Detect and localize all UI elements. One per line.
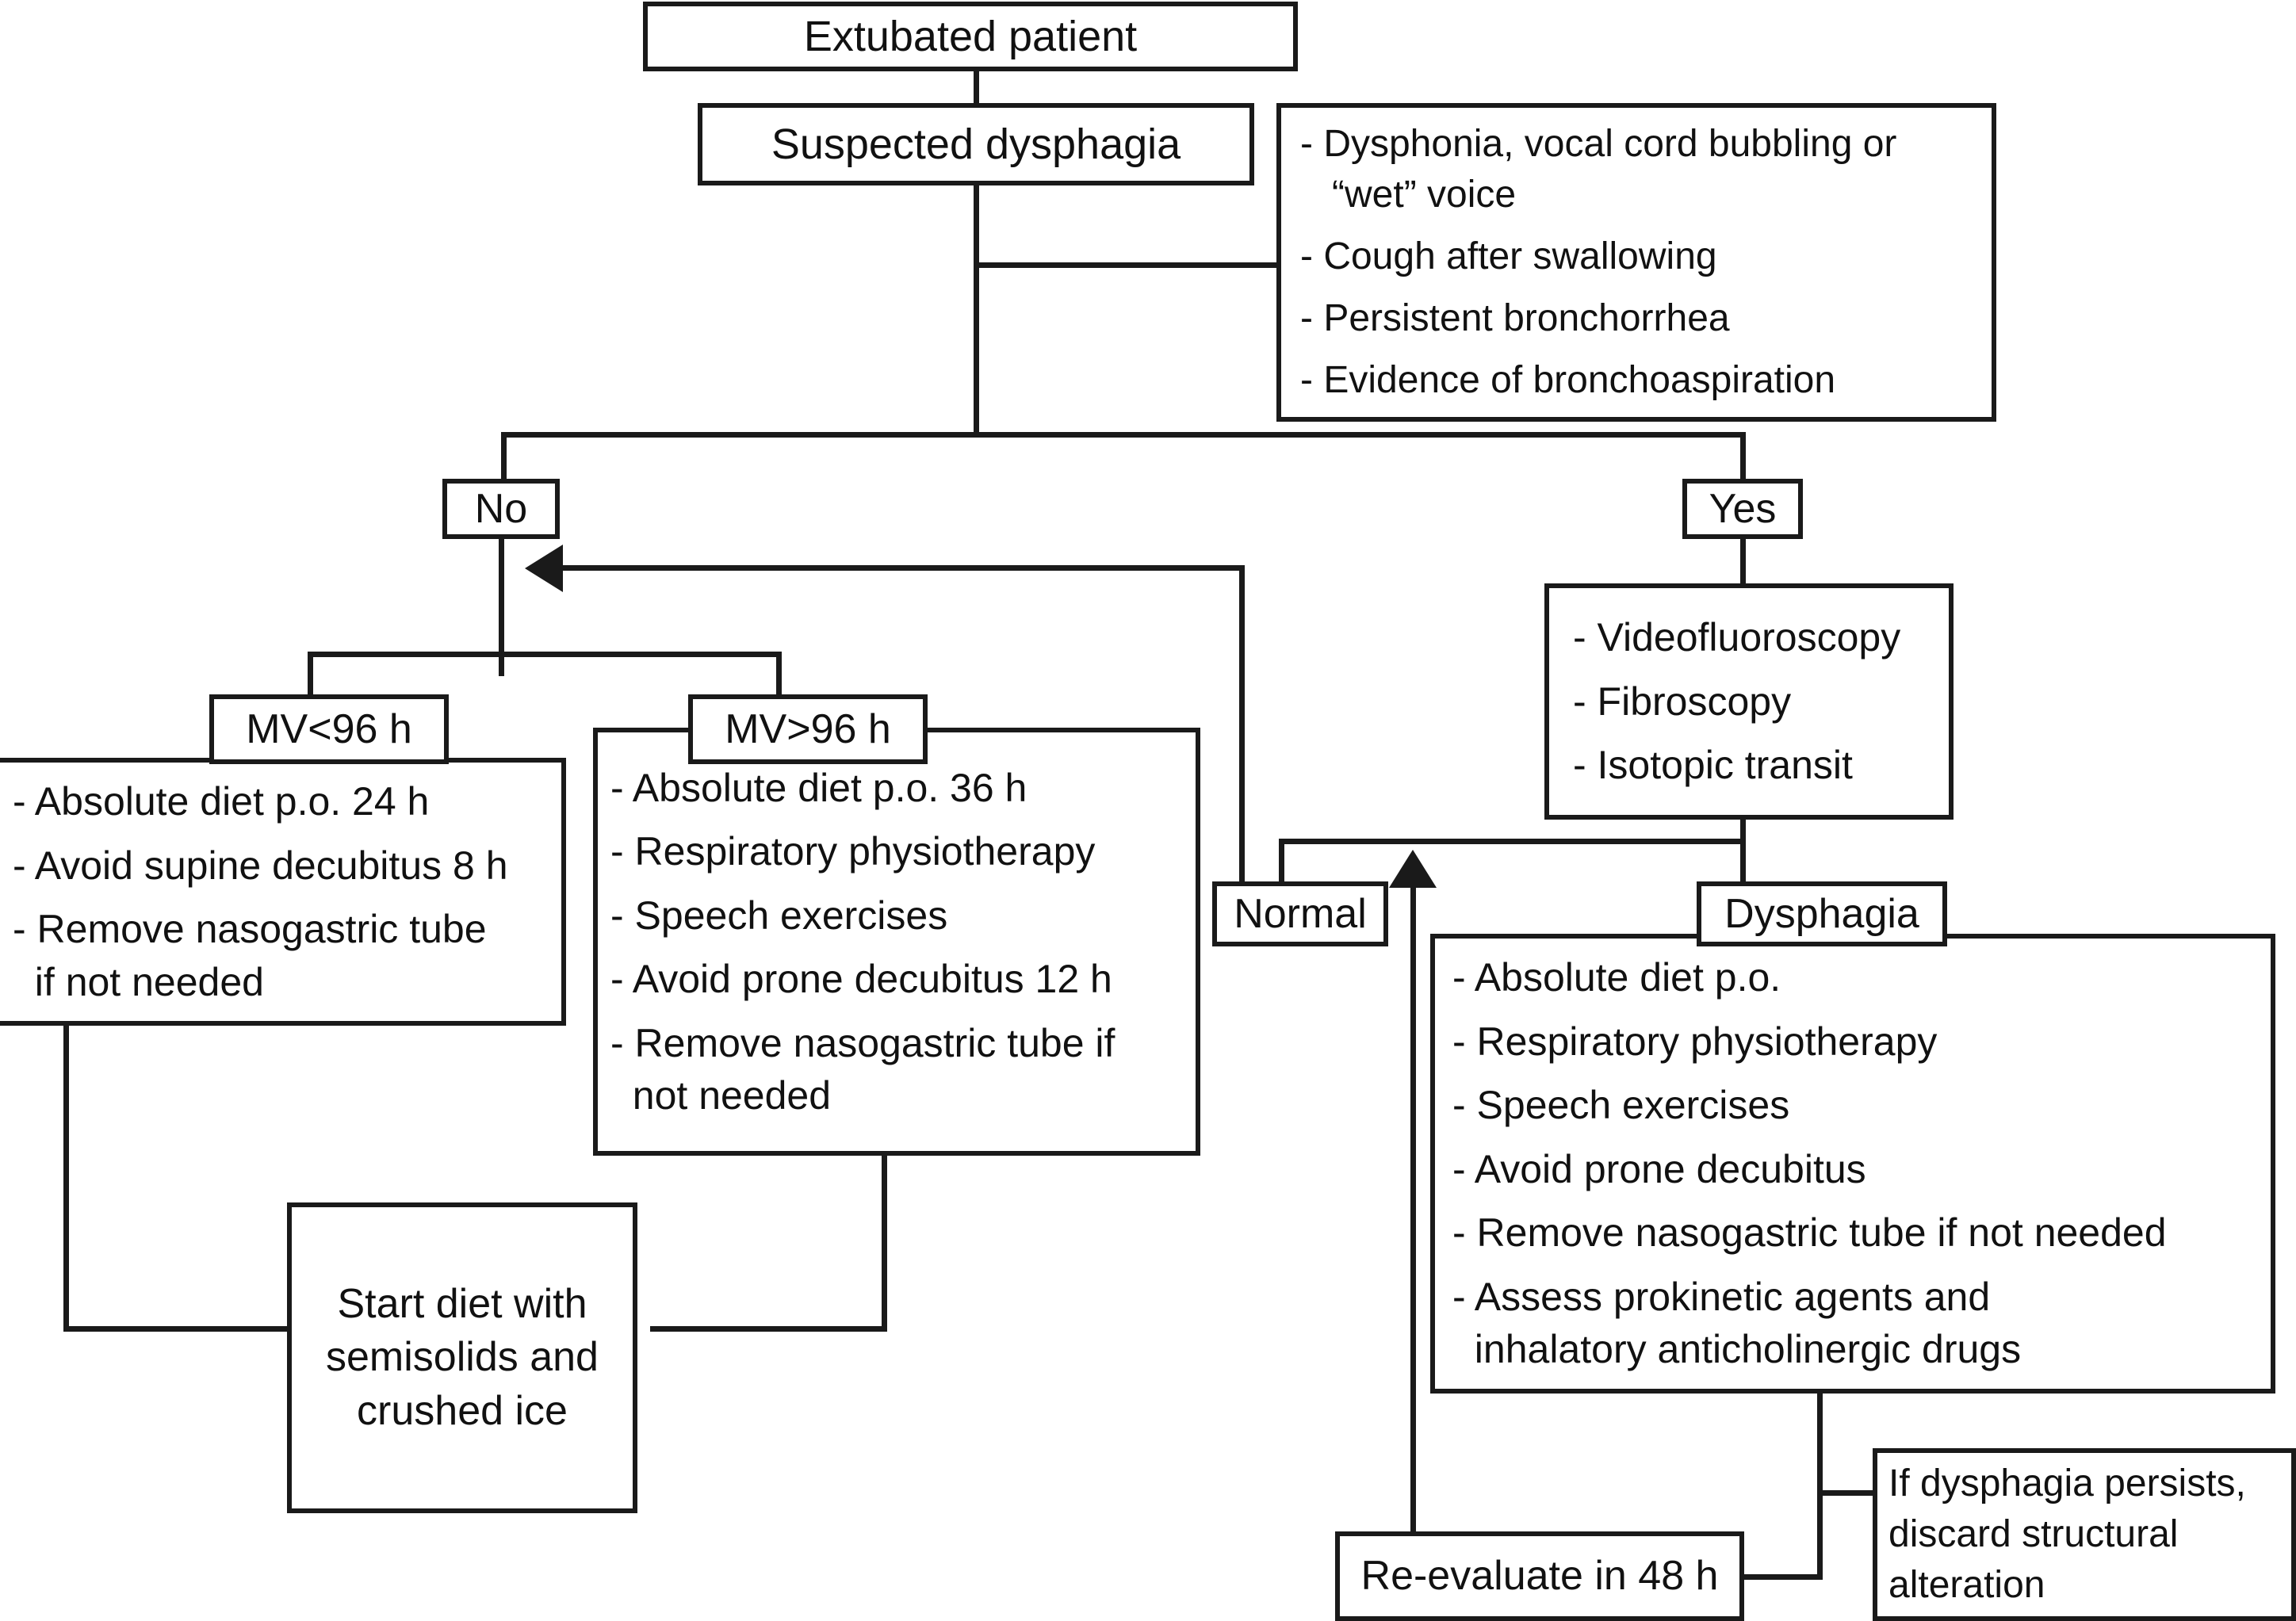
node-result-normal[interactable]: Normal [1212, 881, 1388, 946]
node-reevaluate[interactable]: Re-evaluate in 48 h [1335, 1531, 1744, 1621]
branch-label-yes-text: Yes [1709, 486, 1777, 532]
edge-split-to-yes [1740, 432, 1746, 484]
edge-junction-to-persists [1817, 1490, 1895, 1496]
edge-split-to-mvgt [776, 652, 782, 699]
mv-lt-96-action-item: - Avoid supine decubitus 8 h [13, 843, 508, 888]
criteria-item: - Dysphonia, vocal cord bubbling or “wet… [1300, 123, 1897, 216]
branch-label-no-text: No [474, 486, 528, 532]
mv-gt-96-action-item: - Absolute diet p.o. 36 h [610, 765, 1027, 810]
mv-gt-96-action-item: - Remove nasogastric tube if not needed [610, 1020, 1115, 1118]
node-suspected-dysphagia[interactable]: Suspected dysphagia [698, 103, 1254, 185]
edge-mvlt-to-startdiet [63, 1326, 289, 1332]
node-dysphagia-actions[interactable]: - Absolute diet p.o. - Respiratory physi… [1430, 934, 2275, 1394]
mv-gt-96-action-item: - Speech exercises [610, 893, 948, 938]
dysphagia-action-item: - Respiratory physiotherapy [1452, 1019, 1938, 1064]
edge-tests-down [1740, 820, 1746, 843]
edge-extubated-to-suspected [974, 70, 979, 106]
edge-mvlt-actions-down [63, 1026, 69, 1332]
node-persists-label: If dysphagia persists, discard structura… [1888, 1462, 2246, 1606]
node-start-diet[interactable]: Start diet with semisolids and crushed i… [287, 1202, 637, 1513]
dysphagia-action-item: - Absolute diet p.o. [1452, 955, 1781, 1000]
mv-gt-96-action-item: - Respiratory physiotherapy [610, 829, 1096, 874]
node-mv-gt-96-label: MV>96 h [725, 706, 891, 752]
node-mv-lt-96-actions[interactable]: - Absolute diet p.o. 24 h - Avoid supine… [0, 758, 566, 1026]
node-mv-lt-96[interactable]: MV<96 h [209, 694, 449, 764]
mv-lt-96-action-item: - Remove nasogastric tube if not needed [13, 907, 487, 1004]
node-persists[interactable]: If dysphagia persists, discard structura… [1873, 1448, 2296, 1621]
node-reevaluate-label: Re-evaluate in 48 h [1360, 1552, 1719, 1599]
edge-mvgt-actions-down [882, 1156, 887, 1332]
edge-trunk-to-criteria [974, 262, 1281, 268]
mv-gt-96-action-item: - Avoid prone decubitus 12 h [610, 957, 1112, 1001]
edge-normal-up-to-return [1239, 565, 1245, 882]
node-mv-gt-96[interactable]: MV>96 h [688, 694, 928, 764]
edge-junction-to-reevaluate [1739, 1574, 1823, 1580]
node-extubated-patient[interactable]: Extubated patient [643, 2, 1298, 71]
diagnostic-test-item: - Fibroscopy [1573, 679, 1792, 724]
node-diagnostic-tests[interactable]: - Videofluoroscopy - Fibroscopy - Isotop… [1544, 583, 1954, 820]
dysphagia-action-item: - Assess prokinetic agents and inhalator… [1452, 1274, 2022, 1372]
criteria-item: - Persistent bronchorrhea [1300, 296, 1730, 339]
node-result-dysphagia-label: Dysphagia [1724, 891, 1919, 937]
branch-label-no[interactable]: No [442, 479, 560, 539]
edge-no-down [499, 539, 504, 676]
dysphagia-action-item: - Remove nasogastric tube if not needed [1452, 1210, 2167, 1256]
node-result-normal-label: Normal [1234, 891, 1367, 937]
edge-yes-to-tests [1740, 539, 1746, 587]
node-extubated-patient-label: Extubated patient [803, 12, 1138, 60]
diagnostic-test-item: - Isotopic transit [1573, 743, 1853, 788]
diagnostic-test-item: - Videofluoroscopy [1573, 615, 1901, 660]
mv-lt-96-action-item: - Absolute diet p.o. 24 h [13, 779, 430, 824]
node-mv-lt-96-label: MV<96 h [246, 706, 412, 752]
edge-split-to-normal [1279, 839, 1284, 886]
edge-reevaluate-up [1410, 886, 1416, 1531]
edge-suspected-trunk [974, 185, 979, 438]
edge-mv-split-bar [308, 652, 782, 657]
node-suspicion-criteria[interactable]: - Dysphonia, vocal cord bubbling or “wet… [1276, 103, 1996, 422]
edge-normal-return-horizontal [563, 565, 1242, 571]
edge-split-to-mvlt [308, 652, 313, 699]
edge-normal-dysphagia-split-bar [1279, 839, 1746, 844]
branch-label-yes[interactable]: Yes [1682, 479, 1803, 539]
dysphagia-action-item: - Avoid prone decubitus [1452, 1146, 1866, 1191]
node-start-diet-label: Start diet with semisolids and crushed i… [326, 1280, 599, 1434]
criteria-item: - Cough after swallowing [1300, 235, 1717, 278]
arrow-return-to-no [525, 545, 563, 592]
arrow-reevaluate-to-top [1389, 850, 1437, 888]
edge-dysphagia-actions-down [1817, 1394, 1823, 1577]
dysphagia-action-item: - Speech exercises [1452, 1083, 1790, 1128]
criteria-item: - Evidence of bronchoaspiration [1300, 358, 1836, 401]
node-mv-gt-96-actions[interactable]: - Absolute diet p.o. 36 h - Respiratory … [593, 728, 1200, 1156]
node-suspected-dysphagia-label: Suspected dysphagia [771, 120, 1181, 168]
node-result-dysphagia[interactable]: Dysphagia [1697, 881, 1947, 946]
edge-split-to-no [501, 432, 507, 484]
edge-noyes-split-bar [501, 432, 1746, 438]
edge-mvgt-to-startdiet [650, 1326, 887, 1332]
edge-split-to-dysphagia [1740, 839, 1746, 886]
